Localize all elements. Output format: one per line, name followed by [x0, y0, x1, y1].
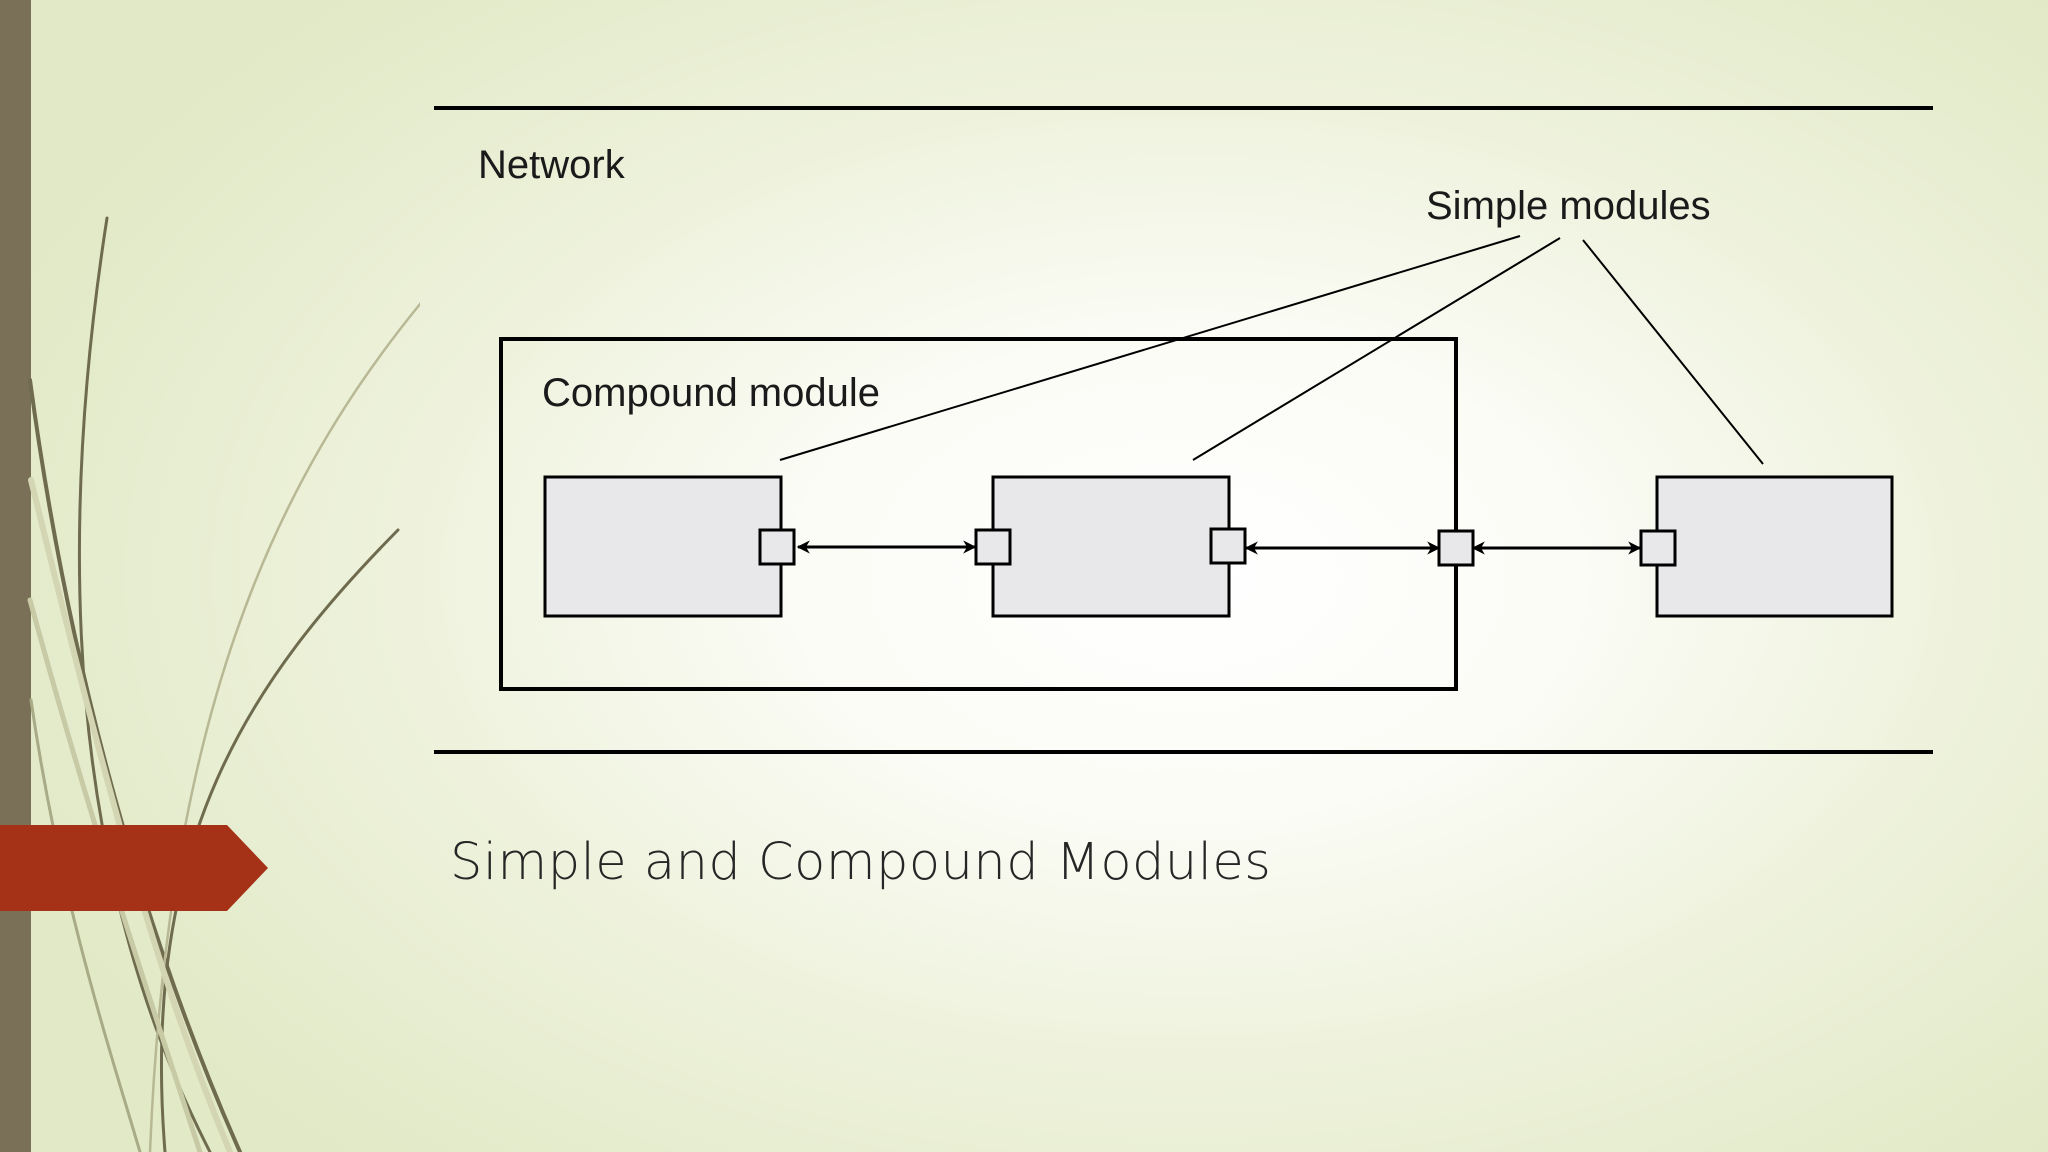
slide-title: Simple and Compound Modules [450, 833, 1272, 892]
simple-modules-label: Simple modules [1426, 184, 1711, 228]
compound-module-label: Compound module [542, 371, 880, 415]
pointer-line-1 [779, 235, 1521, 461]
grass-strand-6 [29, 698, 142, 1152]
simple-module-box-3 [1655, 475, 1894, 618]
decorative-grass-strands [27, 216, 420, 1152]
pointer-line-3 [1582, 239, 1764, 465]
simple-module-box-2 [991, 475, 1231, 618]
gate-box2-in [974, 528, 1012, 566]
left-sidebar-bar [0, 0, 31, 1152]
gate-squares [758, 527, 1677, 567]
network-label: Network [478, 143, 625, 187]
grass-strand-4 [148, 302, 420, 1152]
gate-box3-in [1639, 529, 1677, 567]
gate-compound-out [1437, 529, 1475, 567]
connection-arrows [796, 540, 1642, 555]
title-marker-arrow [0, 825, 268, 911]
compound-module-box [499, 337, 1458, 691]
gate-box1-out [758, 528, 796, 566]
gate-box2-out [1209, 527, 1247, 565]
grass-strand-3 [160, 528, 400, 1152]
pointer-line-2 [1192, 237, 1561, 461]
simple-modules-pointer-lines [779, 235, 1764, 465]
simple-module-box-1 [543, 475, 783, 618]
